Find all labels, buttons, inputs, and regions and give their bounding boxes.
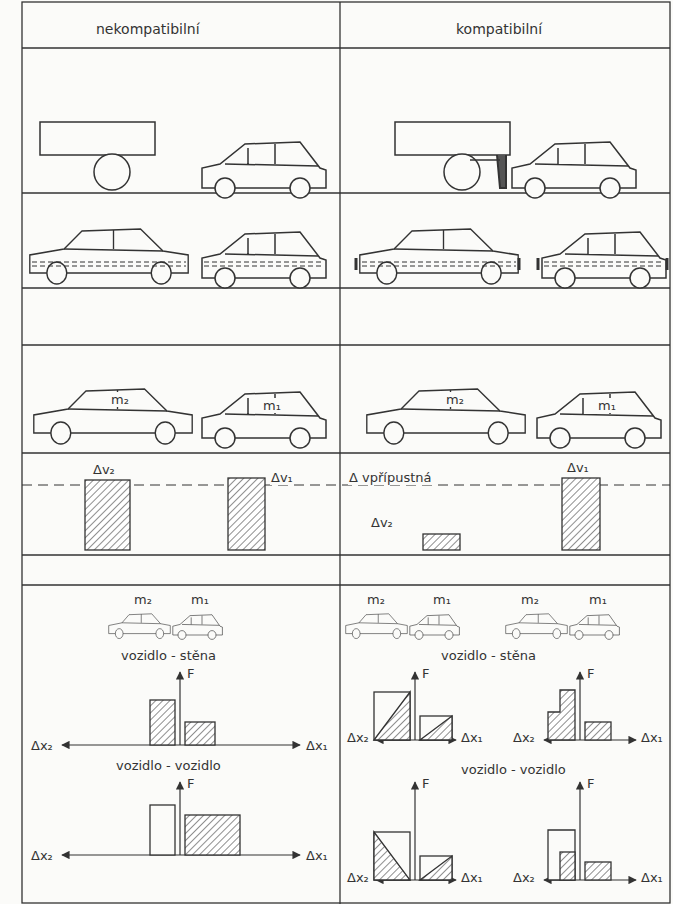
- diagram-label: Δv₂: [370, 515, 394, 530]
- diagram-label: Δx₁: [460, 870, 484, 885]
- diagram-label: F: [586, 666, 595, 681]
- diagram-label: m₁: [190, 592, 210, 607]
- diagram-label: Δx₁: [640, 870, 664, 885]
- diagram-label: vozidlo - vozidlo: [115, 758, 222, 773]
- diagram-label: Δx₁: [305, 738, 329, 753]
- diagram-label: m₂: [445, 392, 465, 407]
- diagram-label: F: [586, 776, 595, 791]
- diagram-label: m₂: [110, 392, 130, 407]
- diagram-label: Δv₁: [566, 460, 590, 475]
- diagram-label: vozidlo - stěna: [120, 648, 217, 663]
- diagram-label: m₁: [262, 398, 282, 413]
- column-header: kompatibilní: [455, 22, 543, 37]
- diagram-label: m₁: [588, 592, 608, 607]
- diagram-label: Δv₂: [92, 462, 116, 477]
- diagram-label: Δx₂: [30, 848, 54, 863]
- diagram-label: Δ vpřípustná: [348, 470, 433, 485]
- diagram-label: m₂: [520, 592, 540, 607]
- diagram-label: Δv₁: [270, 470, 294, 485]
- diagram-label: Δx₂: [346, 730, 370, 745]
- diagram-label: Δx₁: [460, 730, 484, 745]
- diagram-label: Δx₁: [305, 848, 329, 863]
- diagram-label: Δx₂: [512, 730, 536, 745]
- diagram-label: m₁: [432, 592, 452, 607]
- diagram-label: Δx₂: [512, 870, 536, 885]
- diagram-label: Δx₂: [30, 738, 54, 753]
- column-header: nekompatibilní: [95, 22, 201, 37]
- diagram-label: Δx₁: [640, 730, 664, 745]
- diagram-label: m₁: [597, 398, 617, 413]
- diagram-label: F: [186, 776, 195, 791]
- diagram-label: m₂: [133, 592, 153, 607]
- diagram-label: vozidlo - stěna: [440, 648, 537, 663]
- diagram-label: m₂: [366, 592, 386, 607]
- diagram-label: F: [421, 666, 430, 681]
- diagram-label: vozidlo - vozidlo: [460, 762, 567, 777]
- diagram-label: Δx₂: [346, 870, 370, 885]
- diagram-label: F: [186, 666, 195, 681]
- diagram-label: F: [421, 776, 430, 791]
